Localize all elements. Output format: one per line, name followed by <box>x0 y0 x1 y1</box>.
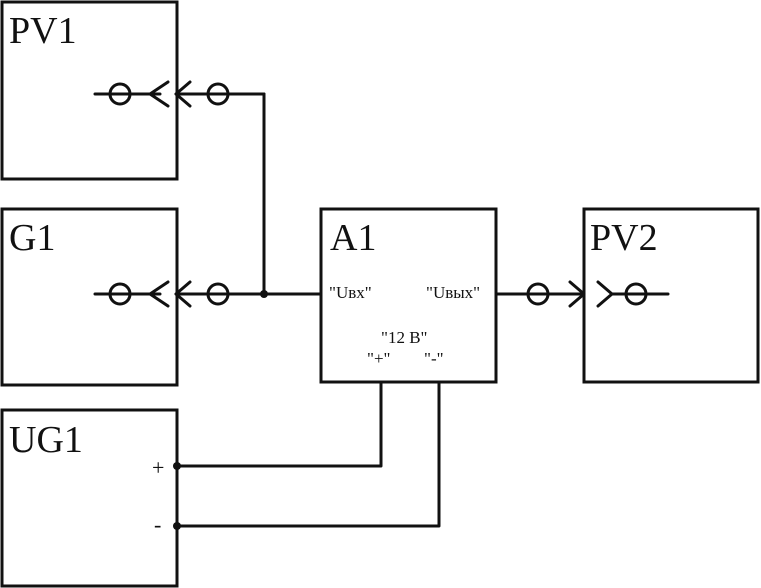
pv1-cable-plug <box>174 80 266 108</box>
a1-input-label: "Uвх" <box>329 283 372 302</box>
g1-socket-connector <box>93 280 170 308</box>
a1-plus-label: "+" <box>367 349 390 368</box>
a1-output-label: "Uвых" <box>426 283 480 302</box>
pv1-label: PV1 <box>9 10 77 52</box>
a1-supply-label: "12 В" <box>381 328 427 347</box>
g1-label: G1 <box>9 217 55 259</box>
ug1-minus-terminal <box>173 522 181 530</box>
block-ug1 <box>0 408 179 588</box>
block-pv1 <box>0 0 179 181</box>
a1-label: A1 <box>330 217 376 259</box>
ug1-plus-sign: + <box>152 455 164 480</box>
a1-pv2-cable <box>494 280 586 308</box>
ug1-plus-terminal <box>173 462 181 470</box>
ug1-label: UG1 <box>9 419 83 461</box>
wire-power-minus <box>175 380 441 528</box>
block-a1 <box>319 207 498 384</box>
junction-dot <box>260 290 268 298</box>
block-g1 <box>0 207 179 387</box>
ug1-minus-sign: - <box>154 512 161 537</box>
a1-minus-label: "-" <box>424 349 444 368</box>
pv2-socket-connector <box>596 280 670 308</box>
pv1-socket-connector <box>93 80 170 108</box>
g1-cable-plug <box>174 280 323 308</box>
wire-power-plus <box>175 380 383 468</box>
pv2-label: PV2 <box>590 217 658 259</box>
